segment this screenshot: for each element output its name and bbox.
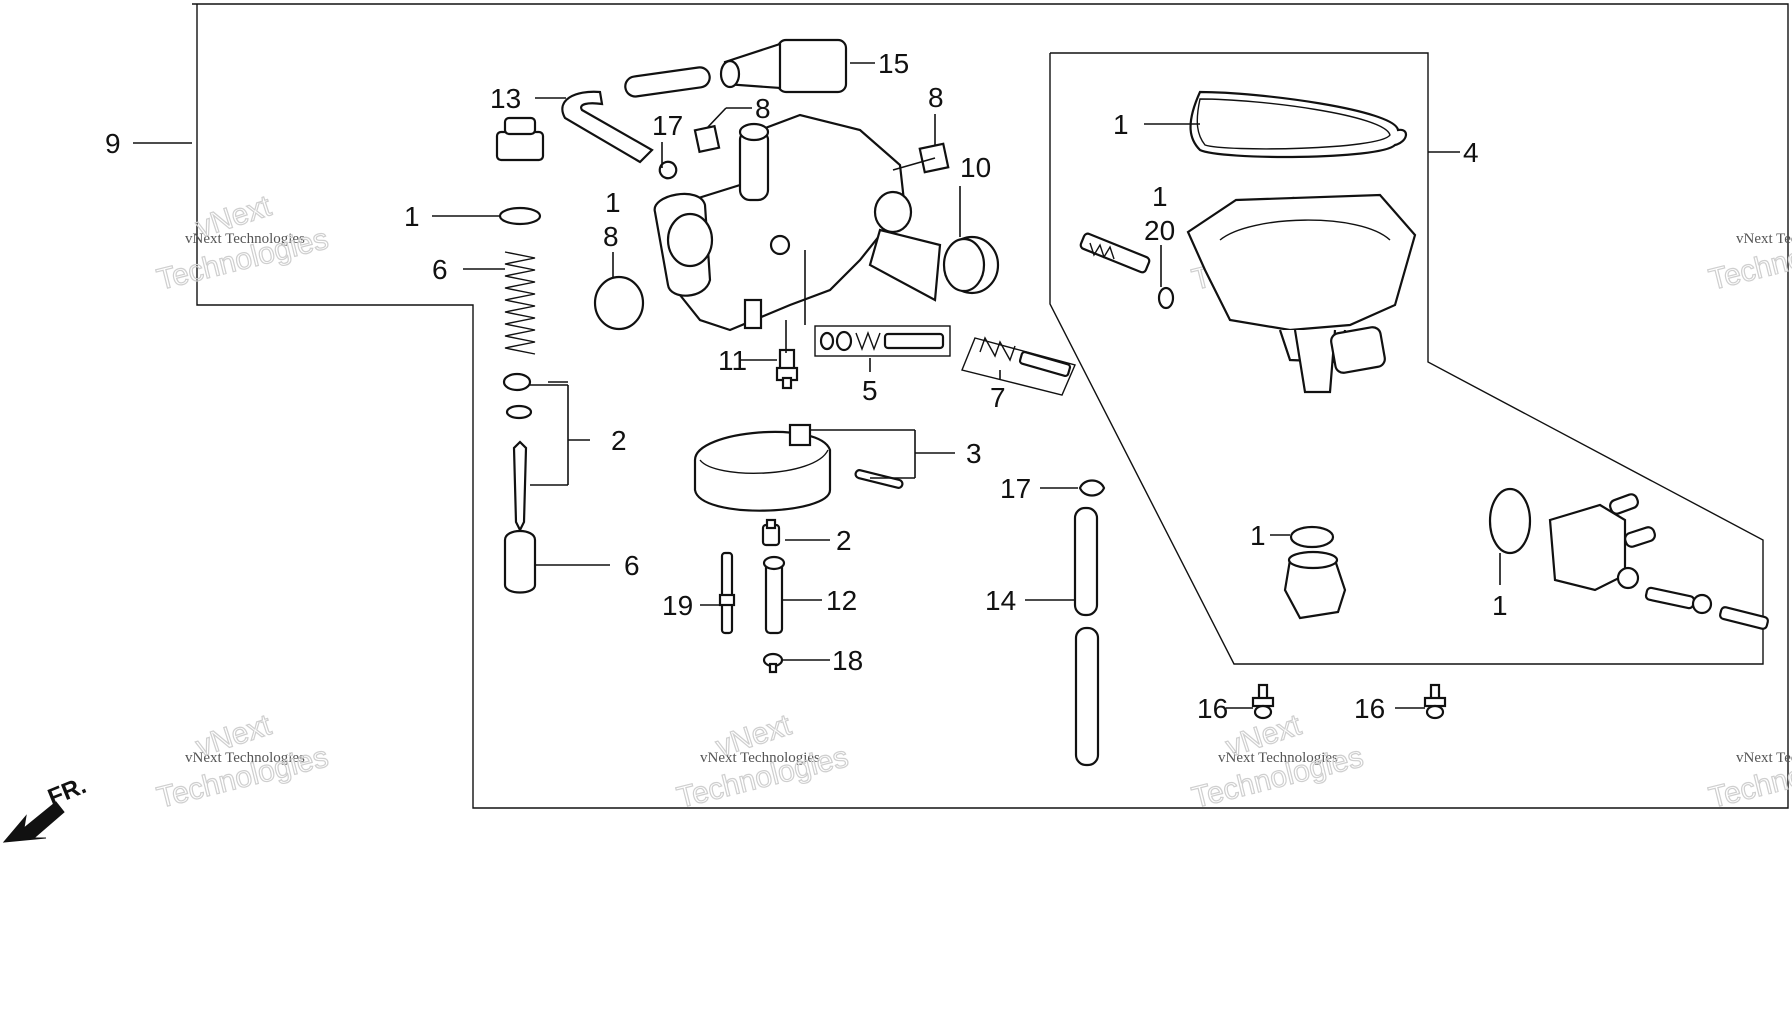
part-20-o-ring[interactable] [1157,286,1175,310]
assembly-boundary-outline [192,3,1789,809]
part-fuel-valve[interactable] [1548,493,1656,592]
callout-6: 6 [432,254,448,285]
part-1-float-gasket[interactable] [1189,90,1407,159]
callout-3: 3 [966,438,982,469]
callout-10: 10 [960,152,991,183]
callout-2: 2 [836,525,852,556]
part-1-washer[interactable] [498,206,542,226]
part-16-bolt[interactable] [1423,683,1447,720]
callout-17: 17 [1000,473,1031,504]
watermark-text: vNext Technologies [185,750,305,766]
callout-1: 1 [1113,109,1129,140]
arrow-down-left-icon [2,801,65,843]
callout-1: 1 [1152,181,1168,212]
part-6-spring[interactable] [504,251,536,355]
callout-19: 19 [662,590,693,621]
part-18-screw[interactable] [762,652,784,674]
callout-13: 13 [490,83,521,114]
part-top-cap[interactable] [495,116,545,162]
callout-8: 8 [928,82,944,113]
callout-1: 1 [404,201,420,232]
part-8-o-ring[interactable] [593,275,645,331]
part-2-jet-needle[interactable] [502,372,533,533]
callout-16: 16 [1354,693,1385,724]
part-16-bolt[interactable] [1251,683,1275,720]
part-1-o-ring[interactable] [1488,487,1532,555]
callout-14: 14 [985,585,1016,616]
part-washer[interactable] [1616,566,1640,590]
callout-16: 16 [1197,693,1228,724]
part-17-clip[interactable] [1078,479,1106,497]
watermark-text: vNext Technologies [1736,231,1792,247]
carburetor-body[interactable] [653,113,942,332]
callout-11: 11 [718,345,747,376]
callout-labels: 9 13 15 17 8 8 10 1 1 8 6 11 5 7 2 3 6 2… [105,48,1508,724]
part-10-plug[interactable] [942,235,1000,295]
callout-20: 20 [1144,215,1175,246]
callout-18: 18 [832,645,863,676]
callout-8: 8 [603,221,619,252]
callout-6: 6 [624,550,640,581]
part-11-slow-jet[interactable] [775,348,799,390]
callout-4: 4 [1463,137,1479,168]
callout-1: 1 [1250,520,1266,551]
part-15-vent-cap[interactable] [624,38,848,98]
part-screw[interactable] [1644,586,1696,610]
leader-lines [133,62,1501,709]
callout-12: 12 [826,585,857,616]
part-8-nut[interactable] [693,124,721,154]
part-1-o-ring[interactable] [1289,525,1335,549]
part-float-chamber-screw[interactable] [1079,232,1151,274]
callout-9: 9 [105,128,121,159]
watermark-text: vNext Technologies [1736,750,1792,766]
watermark-text: vNext Technologies [700,750,820,766]
part-3-float[interactable] [693,423,904,512]
part-17-hose-clip[interactable] [658,160,678,180]
watermark-text: vNext Technologies [1218,750,1338,766]
callout-8: 8 [755,93,771,124]
part-drain-cup[interactable] [1283,550,1347,620]
callout-1: 1 [605,187,621,218]
callout-7: 7 [990,382,1006,413]
part-5-air-screw-set[interactable] [814,325,951,357]
part-14-drain-tube[interactable] [1073,506,1100,767]
callout-5: 5 [862,375,878,406]
part-6-throttle-valve[interactable] [503,529,537,594]
part-19-needle-jet[interactable] [718,551,736,635]
callout-15: 15 [878,48,909,79]
part-screw[interactable] [1719,606,1769,630]
callout-2: 2 [611,425,627,456]
part-2-float-valve[interactable] [761,518,781,547]
callout-17: 17 [652,110,683,141]
front-direction-indicator: FR. [2,772,90,843]
part-7-pilot-screw-set[interactable] [961,336,1076,396]
callout-1: 1 [1492,590,1508,621]
part-12-main-jet[interactable] [762,555,786,635]
watermark-text: vNext Technologies [185,231,305,247]
part-washer[interactable] [1691,593,1713,615]
part-4-float-chamber[interactable] [1186,193,1417,394]
float-chamber-boundary-outline [1049,52,1764,665]
part-13-breather-hose[interactable] [561,90,654,164]
front-direction-label: FR. [44,772,90,812]
